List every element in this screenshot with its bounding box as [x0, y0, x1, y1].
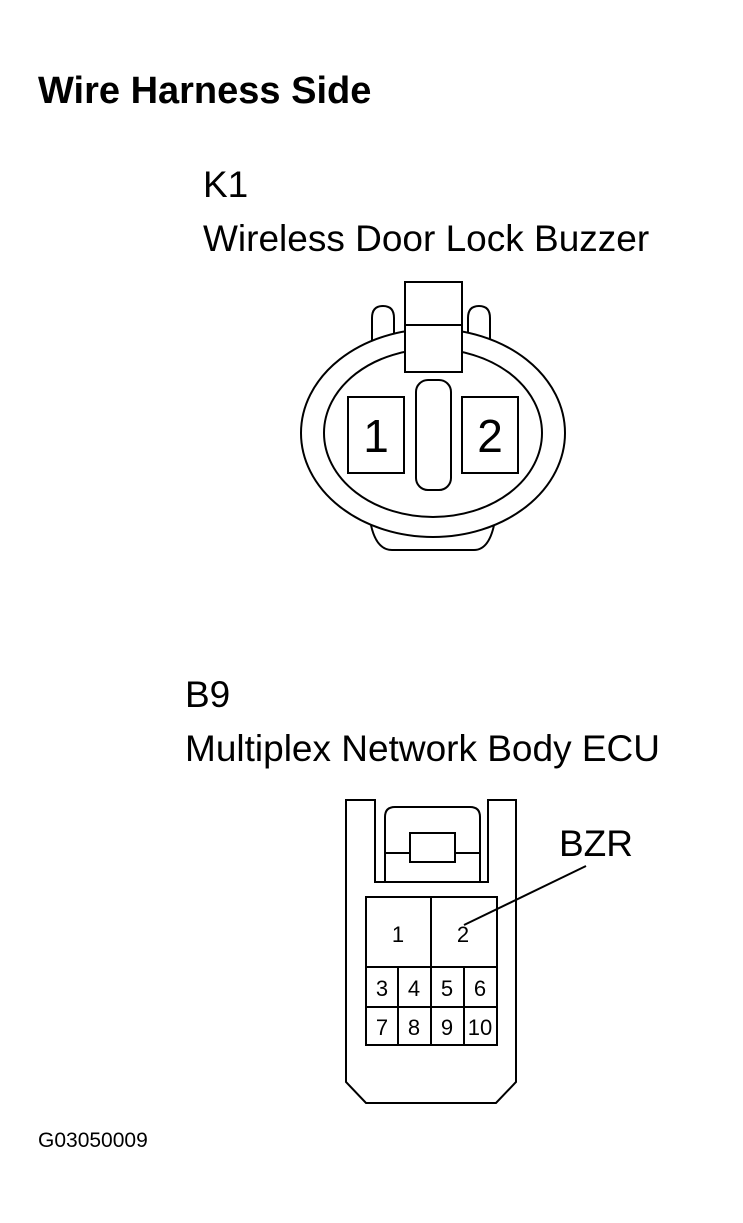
b9-pin-7: 7	[376, 1015, 388, 1040]
k1-top-key	[404, 281, 463, 373]
b9-pin-8: 8	[408, 1015, 420, 1040]
figure-id: G03050009	[38, 1129, 148, 1152]
b9-pin-5: 5	[441, 976, 453, 1001]
b9-pin-2: 2	[457, 922, 469, 947]
k1-pin-2-label: 2	[477, 410, 503, 462]
b9-pin-10: 10	[468, 1015, 492, 1040]
b9-outer-housing	[345, 799, 517, 1104]
bzr-callout-label: BZR	[559, 823, 633, 864]
bzr-leader-line	[463, 865, 587, 926]
connector-b9-drawing	[345, 799, 587, 1104]
b9-top-latch	[384, 806, 481, 882]
b9-pin-6: 6	[474, 976, 486, 1001]
connector-k1-name: Wireless Door Lock Buzzer	[203, 218, 650, 259]
page-title: Wire Harness Side	[38, 70, 372, 112]
k1-center-divider	[415, 379, 452, 491]
b9-pin-9: 9	[441, 1015, 453, 1040]
k1-pin-1-label: 1	[363, 410, 389, 462]
b9-pin-labels: 1 2 3 4 5 6 7 8 9 10	[376, 922, 492, 1040]
k1-terminal-1-box	[347, 396, 405, 474]
connector-b9-code: B9	[185, 674, 231, 715]
k1-terminal-2-box	[461, 396, 519, 474]
b9-latch-key	[409, 832, 456, 863]
connector-b9-name: Multiplex Network Body ECU	[185, 728, 660, 769]
b9-pin-3: 3	[376, 976, 388, 1001]
b9-pin-4: 4	[408, 976, 420, 1001]
connector-k1-drawing	[300, 281, 566, 551]
b9-pin-1: 1	[392, 922, 404, 947]
connector-k1-code: K1	[203, 164, 249, 205]
